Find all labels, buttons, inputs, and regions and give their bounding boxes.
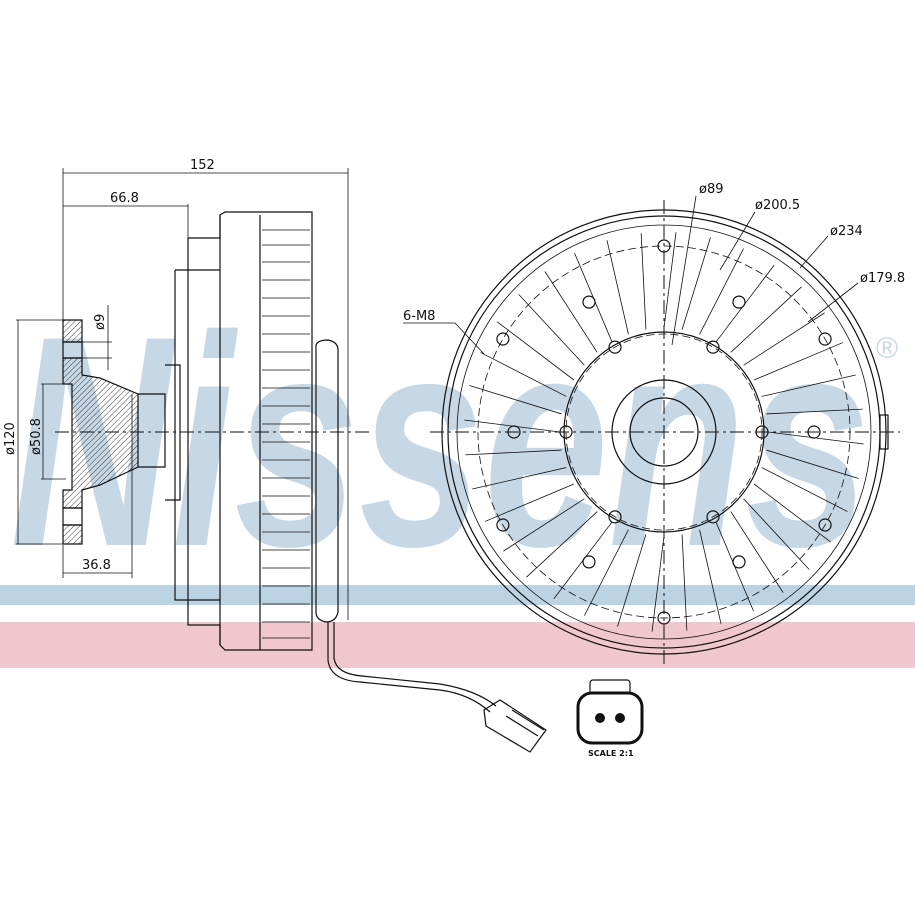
front-view: ø89 ø200.5 ø234 ø179.8 6-M8 (403, 182, 905, 665)
fan-rib (753, 342, 844, 381)
brand-watermark: Nissens ® (10, 273, 898, 609)
dim-flange-depth: 36.8 (82, 558, 111, 573)
mount-hole (732, 555, 746, 569)
pink-band (0, 622, 915, 668)
fan-rib (699, 529, 722, 624)
fan-rib (681, 237, 711, 330)
fan-rib (730, 286, 802, 353)
dim-pilot-diameter: ø50.8 (29, 418, 44, 455)
m8-hole (496, 332, 510, 346)
fan-rib (606, 240, 629, 335)
dim-bolt-hole: ø9 (93, 314, 108, 330)
mount-hole (582, 295, 596, 309)
dim-flange-to-body: 66.8 (110, 191, 139, 206)
m8-hole (818, 518, 832, 532)
scale-label: SCALE 2:1 (588, 749, 634, 758)
mount-hole (732, 295, 746, 309)
fan-rib (496, 321, 575, 381)
fan-rib (743, 498, 810, 570)
dim-bolt-circle: ø89 (699, 182, 724, 197)
fan-rib (766, 408, 863, 415)
dim-fan-pattern: ø200.5 (755, 198, 800, 213)
mount-hole (582, 555, 596, 569)
bolt-hole (706, 340, 720, 354)
fan-rib (584, 529, 629, 616)
bolt-hole (608, 340, 622, 354)
fan-rib (465, 449, 562, 456)
blue-band (0, 585, 915, 605)
dim-threaded-holes: 6-M8 (403, 309, 435, 324)
fan-rib (526, 511, 598, 578)
fan-rib (480, 352, 567, 397)
fan-rib (518, 294, 585, 366)
fan-rib (663, 232, 677, 329)
m8-hole (496, 518, 510, 532)
fan-rib (766, 449, 859, 479)
cooling-fins (262, 229, 310, 639)
registered-mark: ® (876, 332, 898, 365)
fan-rib (699, 248, 744, 335)
fan-rib (484, 483, 575, 522)
side-view: 152 66.8 36.8 ø120 ø50.8 ø9 (3, 158, 547, 753)
m8-hole (818, 332, 832, 346)
fan-rib (617, 534, 647, 627)
fan-rib (472, 467, 567, 490)
watermark-text: Nissens (10, 273, 870, 609)
fan-rib (651, 535, 665, 632)
fan-rib (469, 385, 562, 415)
fan-rib (761, 374, 856, 397)
fan-rib (743, 312, 825, 366)
fan-rib (544, 271, 598, 353)
connector-detail: SCALE 2:1 (576, 679, 644, 758)
bolt-hole (706, 510, 720, 524)
fan-rib (503, 498, 585, 552)
fan-rib (753, 483, 832, 543)
connector-plug-icon (483, 699, 547, 753)
dim-flange-diameter: ø120 (3, 422, 18, 455)
dim-overall-length: 152 (190, 158, 215, 173)
fan-rib (640, 233, 647, 330)
fan-rib (761, 467, 848, 512)
dim-outer-diameter: ø234 (830, 224, 863, 239)
bolt-hole (608, 510, 622, 524)
dim-mounting-circle: ø179.8 (860, 271, 905, 286)
fan-rib (730, 511, 784, 593)
fan-rib (681, 534, 688, 631)
